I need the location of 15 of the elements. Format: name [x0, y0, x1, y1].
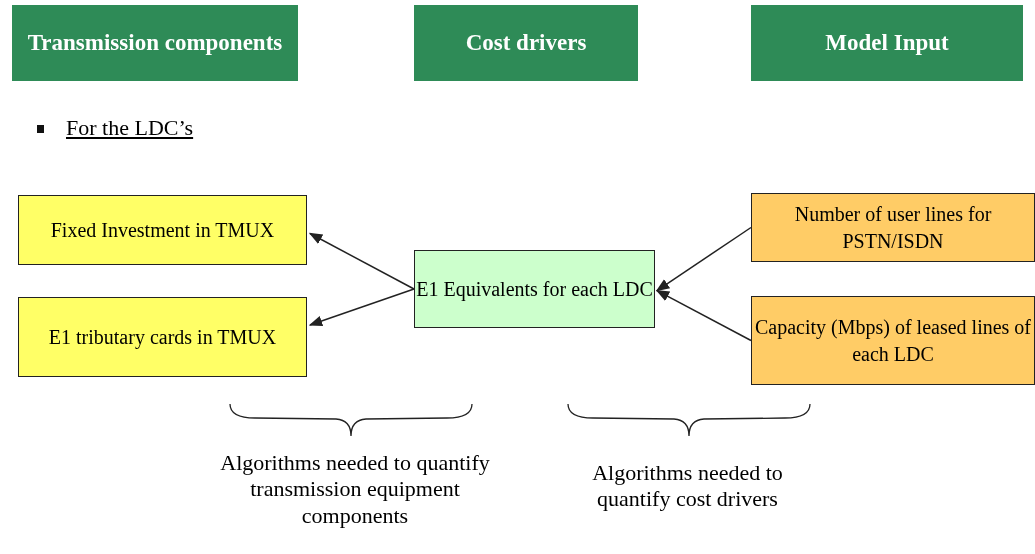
arrow	[308, 288, 415, 327]
brace-caption: Algorithms needed to quantify transmission equipment components	[219, 450, 491, 530]
arrow	[655, 289, 752, 342]
header-box: Model Input	[751, 5, 1023, 81]
header-box: Cost drivers	[414, 5, 638, 81]
input-box: Number of user lines for PSTN/ISDN	[751, 193, 1035, 262]
driver-box: E1 Equivalents for each LDC	[414, 250, 655, 328]
component-box: E1 tributary cards in TMUX	[18, 297, 307, 377]
arrow	[308, 232, 415, 290]
bullet-text: For the LDC’s	[66, 115, 195, 142]
component-box: Fixed Investment in TMUX	[18, 195, 307, 265]
header-box: Transmission components	[12, 5, 298, 81]
input-box: Capacity (Mbps) of leased lines of each LDC	[751, 296, 1035, 385]
arrow	[655, 226, 752, 292]
brace-caption: Algorithms needed to quantify cost drivers	[591, 460, 784, 513]
